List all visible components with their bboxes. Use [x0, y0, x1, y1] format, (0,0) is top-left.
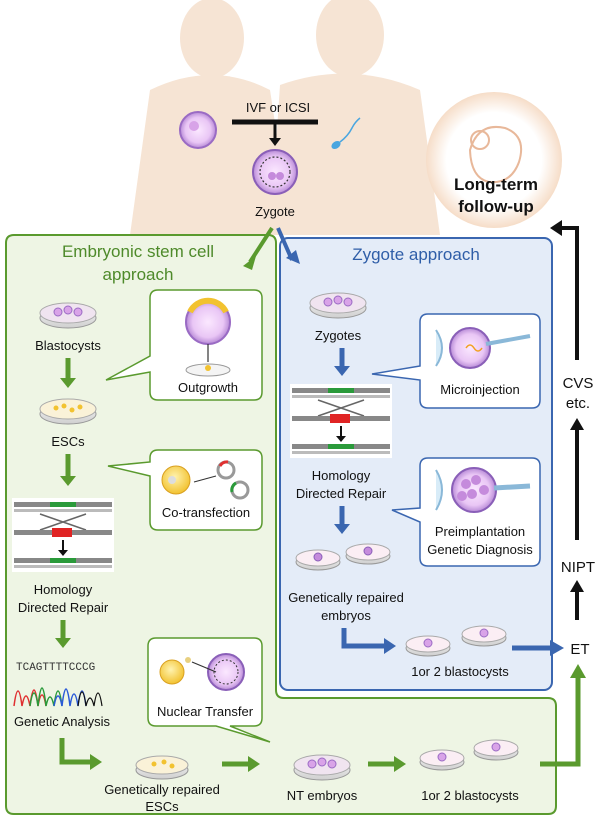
repaired-escs-dish-icon: [135, 755, 189, 780]
sperm-icon: [331, 117, 361, 150]
hdr-zygote-label-2: Directed Repair: [296, 486, 387, 501]
genetic-analysis-label: Genetic Analysis: [14, 714, 111, 729]
nuclear-transfer-icon: [159, 653, 245, 691]
repaired-escs-label-1: Genetically repaired: [104, 782, 220, 797]
esc-blastocysts-dish-icon: [419, 739, 519, 771]
repaired-embryos-label-2: embryos: [321, 608, 371, 623]
pgd-icon: [435, 467, 531, 513]
zygote-blastocysts-dish-icon: [405, 625, 507, 657]
nipt-label: NIPT: [561, 559, 595, 576]
hdr-diagram-esc-icon: [12, 498, 114, 572]
zygote-label: Zygote: [255, 204, 295, 219]
esc-blastocysts-label: 1or 2 blastocysts: [421, 788, 519, 803]
blastocysts-label: Blastocysts: [35, 338, 101, 353]
ivf-label: IVF or ICSI: [246, 100, 310, 115]
zygote-title: Zygote approach: [352, 245, 480, 264]
cvs-label-2: etc.: [566, 395, 590, 412]
arrow-to-zygote: [276, 227, 294, 261]
dna-sequence: TCAGTTTTCCCG: [16, 662, 95, 674]
followup-label-1: Long-term: [454, 175, 538, 194]
hdr-zygote-label-1: Homology: [312, 468, 371, 483]
hdr-esc-label-1: Homology: [34, 582, 93, 597]
microinjection-label: Microinjection: [440, 382, 519, 397]
repaired-escs-label-2: ESCs: [145, 799, 179, 814]
repaired-embryos-label-1: Genetically repaired: [288, 590, 404, 605]
blastocysts-dish-icon: [39, 302, 97, 329]
escs-dish-icon: [39, 398, 97, 425]
esc-title-1: Embryonic stem cell: [62, 242, 214, 261]
esc-title-2: approach: [103, 265, 174, 284]
et-label: ET: [570, 641, 589, 658]
escs-label: ESCs: [51, 434, 85, 449]
esc-approach-panel: [5, 234, 557, 815]
cotransfection-label: Co-transfection: [162, 505, 250, 520]
oocyte-icon: [179, 111, 217, 149]
zygote-icon: [252, 149, 298, 195]
followup-label-2: follow-up: [458, 197, 534, 216]
pgd-label-1: Preimplantation: [435, 524, 525, 539]
arrow-to-esc: [248, 226, 274, 264]
zygote-blastocysts-label: 1or 2 blastocysts: [411, 664, 509, 679]
nuclear-transfer-callout: [147, 637, 271, 743]
hdr-esc-label-2: Directed Repair: [18, 600, 109, 615]
hdr-diagram-zygote-icon: [290, 384, 392, 458]
blastocyst-icon: [185, 297, 231, 362]
nt-embryos-dish-icon: [293, 754, 351, 781]
nuclear-transfer-label: Nuclear Transfer: [157, 704, 254, 719]
cvs-label-1: CVS: [563, 375, 594, 392]
outgrowth-dish-icon: [185, 363, 231, 377]
pgd-label-2: Genetic Diagnosis: [427, 542, 533, 557]
nt-embryos-label: NT embryos: [287, 788, 358, 803]
zygotes-dish-icon: [309, 292, 367, 319]
plasmid-icon: [193, 460, 250, 500]
outgrowth-label: Outgrowth: [178, 380, 238, 395]
microinjection-icon: [435, 327, 531, 369]
cell-icon: [161, 465, 191, 495]
fetus-icon: [426, 92, 562, 228]
zygotes-label: Zygotes: [315, 328, 362, 343]
human-silhouettes-icon: [130, 0, 440, 236]
chromatogram-icon: [13, 687, 103, 707]
repaired-embryos-dish-icon: [295, 543, 391, 571]
